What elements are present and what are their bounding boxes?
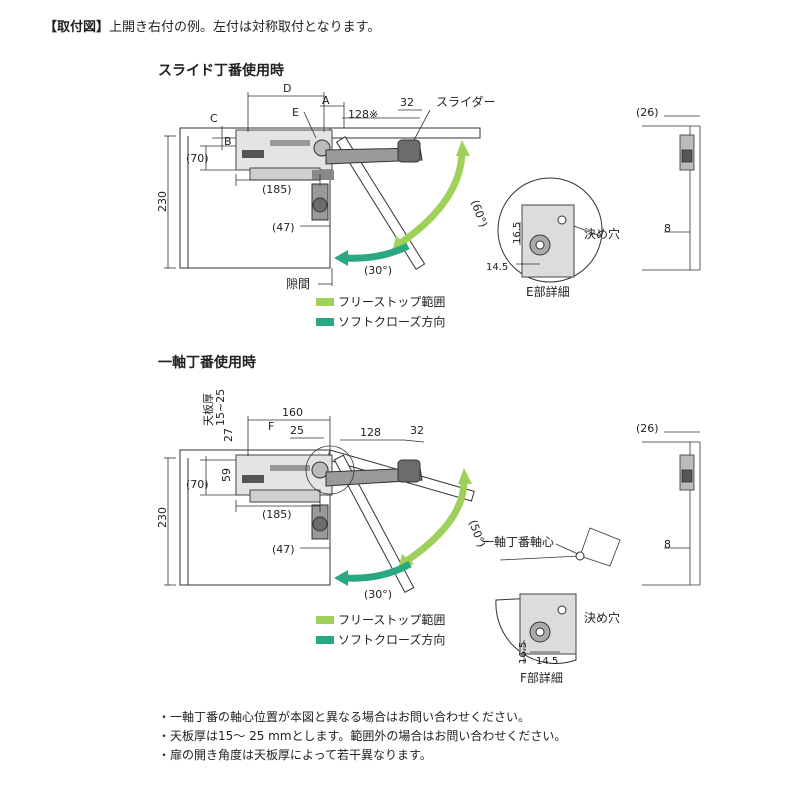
detail-E	[497, 177, 603, 283]
legend-soft-swatch-2	[316, 636, 334, 644]
legend-free-2: フリーストップ範囲	[338, 612, 445, 627]
detail-E-v: 16.5	[512, 222, 523, 244]
soft-close-arrow-1	[343, 242, 410, 262]
detail-F-v: 16.5	[518, 642, 529, 664]
side-8-2: 8	[664, 538, 671, 551]
detail-F-h: 14.5	[536, 656, 558, 667]
note-item: ・扉の開き角度は天板厚によって若干異なります。	[158, 748, 432, 762]
dim-32-1: 32	[400, 96, 414, 109]
detail-E-h: 14.5	[486, 262, 508, 273]
side-view-1	[642, 115, 701, 271]
soft-close-arrow-2	[343, 560, 412, 582]
dimension-lines-1	[164, 92, 431, 286]
dim-C-1: C	[210, 112, 218, 125]
dim-128-1: 128※	[348, 108, 378, 121]
dim-70-1: (70)	[186, 152, 209, 165]
dim-B-1: B	[224, 135, 232, 148]
dim-47-2: (47)	[272, 543, 295, 556]
header: 【取付図】上開き右付の例。左付は対称取付となります。	[44, 16, 380, 35]
dim-A-1: A	[322, 94, 330, 107]
dim-32-2: 32	[410, 424, 424, 437]
dim-160-2: 160	[282, 406, 303, 419]
thickness-range-2: 15~25	[214, 389, 227, 426]
thickness-label-2: 天板厚	[201, 393, 215, 426]
axis-detail	[499, 527, 621, 567]
hinge-1	[235, 129, 334, 181]
angle-30-1: (30°)	[364, 264, 392, 277]
notes: ・一軸丁番の軸心位置が本図と異なる場合はお問い合わせください。 ・天板厚は15～…	[158, 708, 566, 765]
free-stop-arc-1	[399, 149, 466, 245]
dim-70-2: (70)	[186, 478, 209, 491]
free-stop-arc-2	[406, 477, 468, 563]
lid-rotated-1	[335, 136, 426, 271]
side-26-1: (26)	[636, 106, 659, 119]
legend-soft-2: ソフトクローズ方向	[338, 632, 445, 647]
side-26-2: (26)	[636, 422, 659, 435]
detail-F-label: F部詳細	[520, 670, 563, 685]
legend-soft-swatch-1	[316, 318, 334, 326]
dim-47-1: (47)	[272, 221, 295, 234]
note-item: ・一軸丁番の軸心位置が本図と異なる場合はお問い合わせください。	[158, 710, 531, 724]
legend-free-swatch-2	[316, 616, 334, 624]
lid-rotated-2	[333, 454, 415, 593]
dim-185-1: (185)	[262, 183, 292, 196]
side-8-1: 8	[664, 222, 671, 235]
side-view-2	[642, 431, 701, 586]
detail-E-hole: 決め穴	[584, 226, 620, 241]
legend-free-1: フリーストップ範囲	[338, 294, 445, 309]
dim-25-2: 25	[290, 424, 304, 437]
dim-E-1: E	[292, 106, 299, 119]
note-item: ・天板厚は15～ 25 mmとします。範囲外の場合はお問い合わせください。	[158, 729, 567, 743]
dim-185-2: (185)	[262, 508, 292, 521]
gap-label-1: 隙間	[286, 277, 310, 291]
legend-free-swatch-1	[316, 298, 334, 306]
arm-2	[311, 459, 423, 540]
detail-F	[495, 593, 577, 664]
detail-E-label: E部詳細	[526, 284, 570, 299]
axis-label-2: 一軸丁番軸心	[482, 535, 554, 549]
dim-230-2: 230	[156, 507, 169, 528]
dim-27-2: 27	[222, 428, 235, 442]
header-text: 上開き右付の例。左付は対称取付となります。	[109, 20, 381, 35]
angle-30-2: (30°)	[364, 588, 392, 601]
hinge-2	[235, 454, 333, 503]
dim-128-2: 128	[360, 426, 381, 439]
detail-F-hole: 決め穴	[584, 610, 620, 625]
legend-soft-1: ソフトクローズ方向	[338, 314, 445, 329]
lid-open-1	[329, 127, 481, 139]
section1-title: スライド丁番使用時	[158, 63, 284, 79]
dim-F-2: F	[268, 420, 274, 433]
angle-60-1: (60°)	[468, 198, 490, 229]
dim-230-1: 230	[156, 191, 169, 212]
dim-59-2: 59	[220, 468, 233, 482]
dim-D-1: D	[283, 82, 291, 95]
slider-label-1: スライダー	[436, 94, 496, 109]
header-tag: 【取付図】	[44, 20, 110, 35]
arm-1	[311, 139, 423, 221]
section1-diagram: D A C B E 128※ 32 スライダー (70) (185) 230 (…	[156, 82, 701, 329]
section2-title: 一軸丁番使用時	[158, 355, 256, 371]
section2-diagram: 天板厚 15~25 27 (70) 59 160 F 25 128 32 (18…	[156, 389, 701, 685]
dimension-lines-2	[164, 416, 425, 586]
